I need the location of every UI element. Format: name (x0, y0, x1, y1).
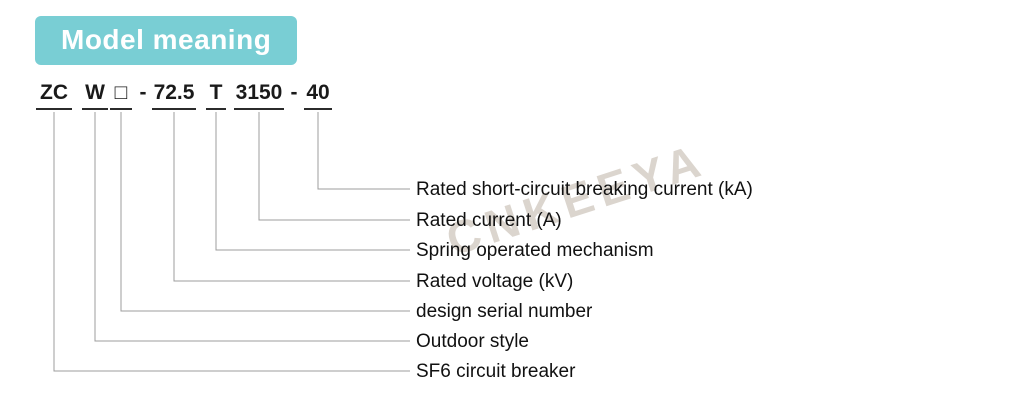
meaning-label-breaking-current: Rated short-circuit breaking current (kA… (416, 179, 753, 200)
meaning-label-rated-current: Rated current (A) (416, 210, 562, 231)
model-segment-40: 40 (304, 80, 332, 110)
meaning-label-rated-voltage: Rated voltage (kV) (416, 271, 574, 292)
meaning-label-outdoor-style: Outdoor style (416, 331, 529, 352)
model-separator: - (290, 81, 298, 104)
meaning-label-serial-number: design serial number (416, 301, 593, 322)
model-segment-3150: 3150 (234, 80, 284, 110)
meaning-label-sf6-breaker: SF6 circuit breaker (416, 361, 576, 382)
model-segment-zc: ZC (36, 80, 72, 110)
model-separator: - (139, 81, 147, 104)
model-segment-t: T (206, 80, 226, 110)
model-segment-w: W (82, 80, 108, 110)
model-segment-72-5: 72.5 (152, 80, 196, 110)
page-title: Model meaning (35, 16, 298, 65)
model-segment-box: □ (110, 80, 132, 110)
meaning-label-mechanism: Spring operated mechanism (416, 240, 654, 261)
